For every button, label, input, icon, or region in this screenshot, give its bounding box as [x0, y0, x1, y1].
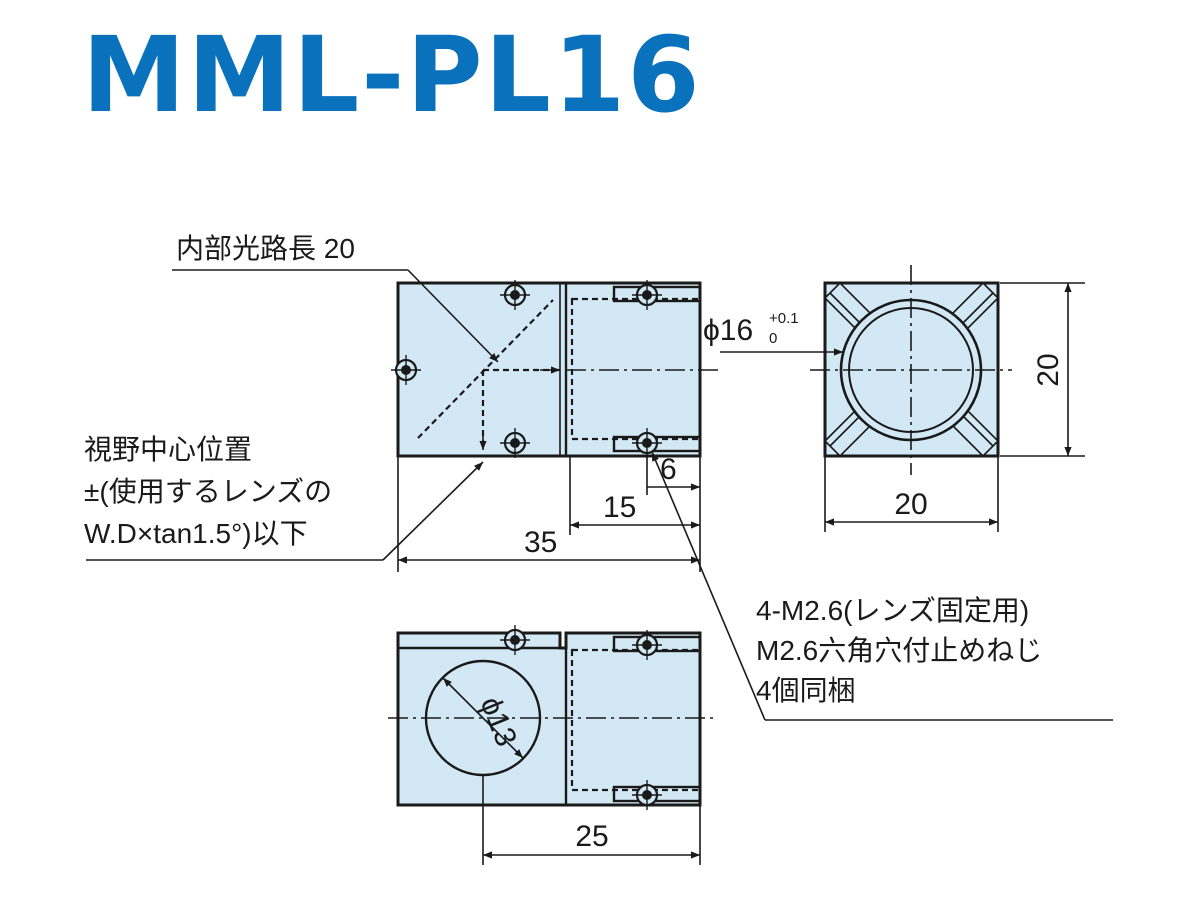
- screw-label-line1: 4-M2.6(レンズ固定用): [756, 595, 1029, 626]
- screw-label-line2: M2.6六角穴付止めねじ: [756, 635, 1042, 666]
- dim-6: 6: [660, 453, 677, 486]
- front-view: [389, 278, 718, 460]
- fov-leader: 視野中心位置 ±(使用するレンズの W.D×tan1.5°)以下: [84, 434, 484, 561]
- dim-15: 15: [603, 491, 636, 524]
- lens-holder-hidden: [570, 297, 702, 441]
- bottom-view: ϕ13 25: [388, 623, 718, 865]
- dim-25: 25: [575, 820, 608, 853]
- optical-path-leader: 内部光路長 20: [172, 233, 499, 363]
- phi16-tol-lower: 0: [769, 330, 777, 347]
- phi16-tol-upper: +0.1: [769, 310, 799, 327]
- phi16-label: ϕ16: [703, 314, 753, 347]
- dim-20-width: 20: [894, 488, 927, 521]
- dim-20-height: 20: [1032, 353, 1065, 386]
- front-view-dimensions: 35 15 6: [397, 453, 701, 572]
- optical-path-label: 内部光路長 20: [176, 233, 355, 264]
- side-view-dimensions: 20 20: [824, 282, 1085, 532]
- screw-slot-bottom: [612, 435, 702, 453]
- mirror-diagonal: [417, 299, 554, 439]
- fov-label-line2: ±(使用するレンズの: [84, 476, 332, 507]
- screw-slot-top: [612, 285, 702, 303]
- dim-35: 35: [524, 526, 557, 559]
- fov-label-line1: 視野中心位置: [84, 434, 252, 465]
- phi16-callout: ϕ16 +0.1 0: [703, 310, 843, 356]
- side-view: [810, 265, 1012, 475]
- page-title: MML-PL16: [82, 14, 702, 136]
- screw-leader: 4-M2.6(レンズ固定用) M2.6六角穴付止めねじ 4個同梱: [651, 451, 1113, 721]
- fov-label-line3: W.D×tan1.5°)以下: [84, 518, 308, 549]
- screw-label-line3: 4個同梱: [756, 675, 856, 706]
